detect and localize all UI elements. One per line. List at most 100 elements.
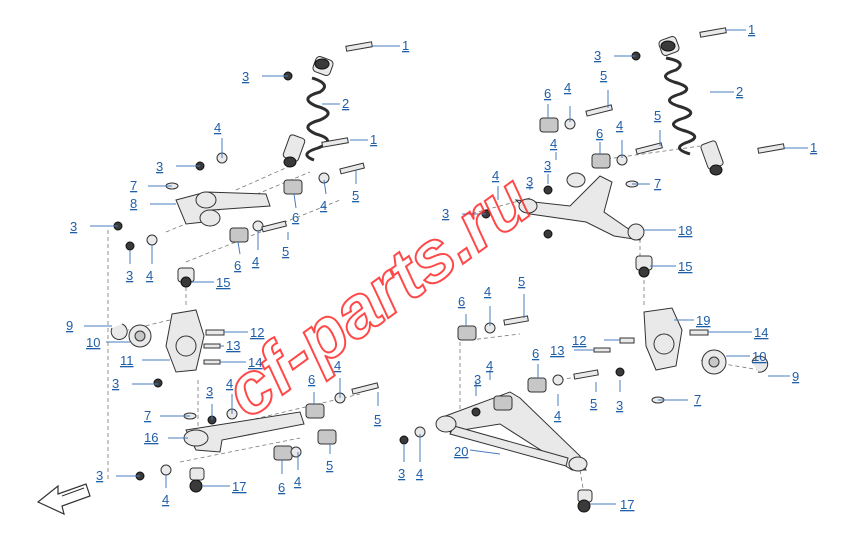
callout-r-5c: 5 <box>518 274 525 318</box>
callout-r-3g: 3 <box>398 444 405 481</box>
callout-l-4h: 4 <box>162 474 169 507</box>
callout-r-3f: 3 <box>616 380 623 413</box>
callout-l-4d: 4 <box>146 244 153 283</box>
callout-r-13: 13 <box>550 343 594 358</box>
callout-number: 10 <box>86 335 100 350</box>
callout-l-3a: 3 <box>242 69 288 84</box>
callout-number: 4 <box>486 358 493 373</box>
callout-r-6b: 6 <box>596 126 603 154</box>
callout-l-11: 11 <box>120 353 170 368</box>
callout-l-4e: 4 <box>226 376 233 414</box>
callout-number: 14 <box>754 325 768 340</box>
callout-l-7a: 7 <box>130 178 172 193</box>
orientation-arrow-icon <box>36 483 91 516</box>
callout-l-6b: 6 <box>234 241 241 273</box>
callout-l-9a: 9 <box>66 318 112 333</box>
callout-number: 2 <box>736 84 743 99</box>
callout-number: 7 <box>654 176 661 191</box>
callout-leader <box>469 449 501 455</box>
callout-l-3c: 3 <box>70 219 118 234</box>
callout-r-2: 2 <box>710 84 743 99</box>
callout-number: 3 <box>206 384 213 399</box>
callout-number: 6 <box>596 126 603 141</box>
callout-number: 18 <box>678 223 692 238</box>
callout-number: 12 <box>250 325 264 340</box>
callout-number: 4 <box>492 168 499 183</box>
callout-number: 4 <box>334 358 341 373</box>
callout-number: 4 <box>252 254 259 269</box>
callout-number: 7 <box>694 392 701 407</box>
callout-number: 9 <box>792 369 799 384</box>
callout-number: 13 <box>226 338 240 353</box>
callout-number: 5 <box>518 274 525 289</box>
callout-number: 4 <box>554 408 561 423</box>
callout-r-20: 20 <box>454 444 501 459</box>
callout-r-1b: 1 <box>784 140 817 155</box>
callout-l-7b: 7 <box>144 408 190 423</box>
right-shock-absorber <box>658 27 785 176</box>
callout-number: 3 <box>70 219 77 234</box>
callout-r-4g: 4 <box>554 394 561 423</box>
callout-l-4c: 4 <box>252 230 259 269</box>
left-upper-a-arm <box>146 41 373 246</box>
callout-l-3f: 3 <box>206 384 213 420</box>
callout-number: 4 <box>320 198 327 213</box>
callout-l-14a: 14 <box>220 355 262 370</box>
callout-number: 14 <box>248 355 262 370</box>
callout-r-7b: 7 <box>658 392 701 407</box>
callout-number: 12 <box>572 333 586 348</box>
callout-number: 3 <box>96 468 103 483</box>
callout-l-4b: 4 <box>320 179 327 213</box>
callout-number: 3 <box>398 466 405 481</box>
callout-number: 3 <box>594 48 601 63</box>
callout-l-16: 16 <box>144 430 188 445</box>
callout-leader <box>237 241 241 255</box>
callout-number: 3 <box>156 159 163 174</box>
callout-l-17a: 17 <box>202 479 246 494</box>
callout-number: 3 <box>442 206 449 221</box>
callout-l-1b: 1 <box>350 132 377 147</box>
callout-number: 1 <box>810 140 817 155</box>
callout-l-3d: 3 <box>126 250 133 283</box>
callout-number: 6 <box>234 258 241 273</box>
callout-r-6c: 6 <box>458 294 467 326</box>
callout-r-3a: 3 <box>594 48 636 63</box>
callout-l-5d: 5 <box>326 444 333 473</box>
callout-number: 4 <box>616 118 623 133</box>
callout-number: 4 <box>416 466 423 481</box>
right-upper-a-arm <box>514 104 663 278</box>
callout-leader <box>293 193 297 209</box>
callout-r-15: 15 <box>650 259 692 274</box>
left-knuckle <box>110 267 225 373</box>
callout-r-4b: 4 <box>616 118 623 158</box>
callout-number: 2 <box>342 96 349 111</box>
callout-r-7a: 7 <box>632 176 661 191</box>
callout-number: 17 <box>232 479 246 494</box>
callout-number: 20 <box>454 444 468 459</box>
callout-l-13a: 13 <box>220 338 240 353</box>
callout-l-15a: 15 <box>192 275 230 290</box>
callout-number: 4 <box>564 80 571 95</box>
callout-number: 15 <box>678 259 692 274</box>
callout-l-3g: 3 <box>96 468 140 483</box>
right-lower-a-arm <box>414 315 599 513</box>
callout-r-9: 9 <box>768 369 799 384</box>
callout-number: 3 <box>242 69 249 84</box>
callout-l-4f: 4 <box>334 358 341 398</box>
callout-number: 4 <box>550 136 557 151</box>
callout-l-2a: 2 <box>322 96 349 111</box>
callout-r-4d: 4 <box>492 168 499 200</box>
callout-r-5a: 5 <box>600 68 609 108</box>
callout-r-17: 17 <box>590 497 634 512</box>
callout-number: 15 <box>216 275 230 290</box>
callout-l-6c: 6 <box>308 372 315 404</box>
callout-number: 5 <box>374 412 381 427</box>
callout-number: 11 <box>120 353 134 368</box>
callout-number: 6 <box>278 480 285 495</box>
callout-number: 4 <box>484 284 491 299</box>
callout-r-6a: 6 <box>544 86 551 118</box>
callout-r-18: 18 <box>644 223 692 238</box>
